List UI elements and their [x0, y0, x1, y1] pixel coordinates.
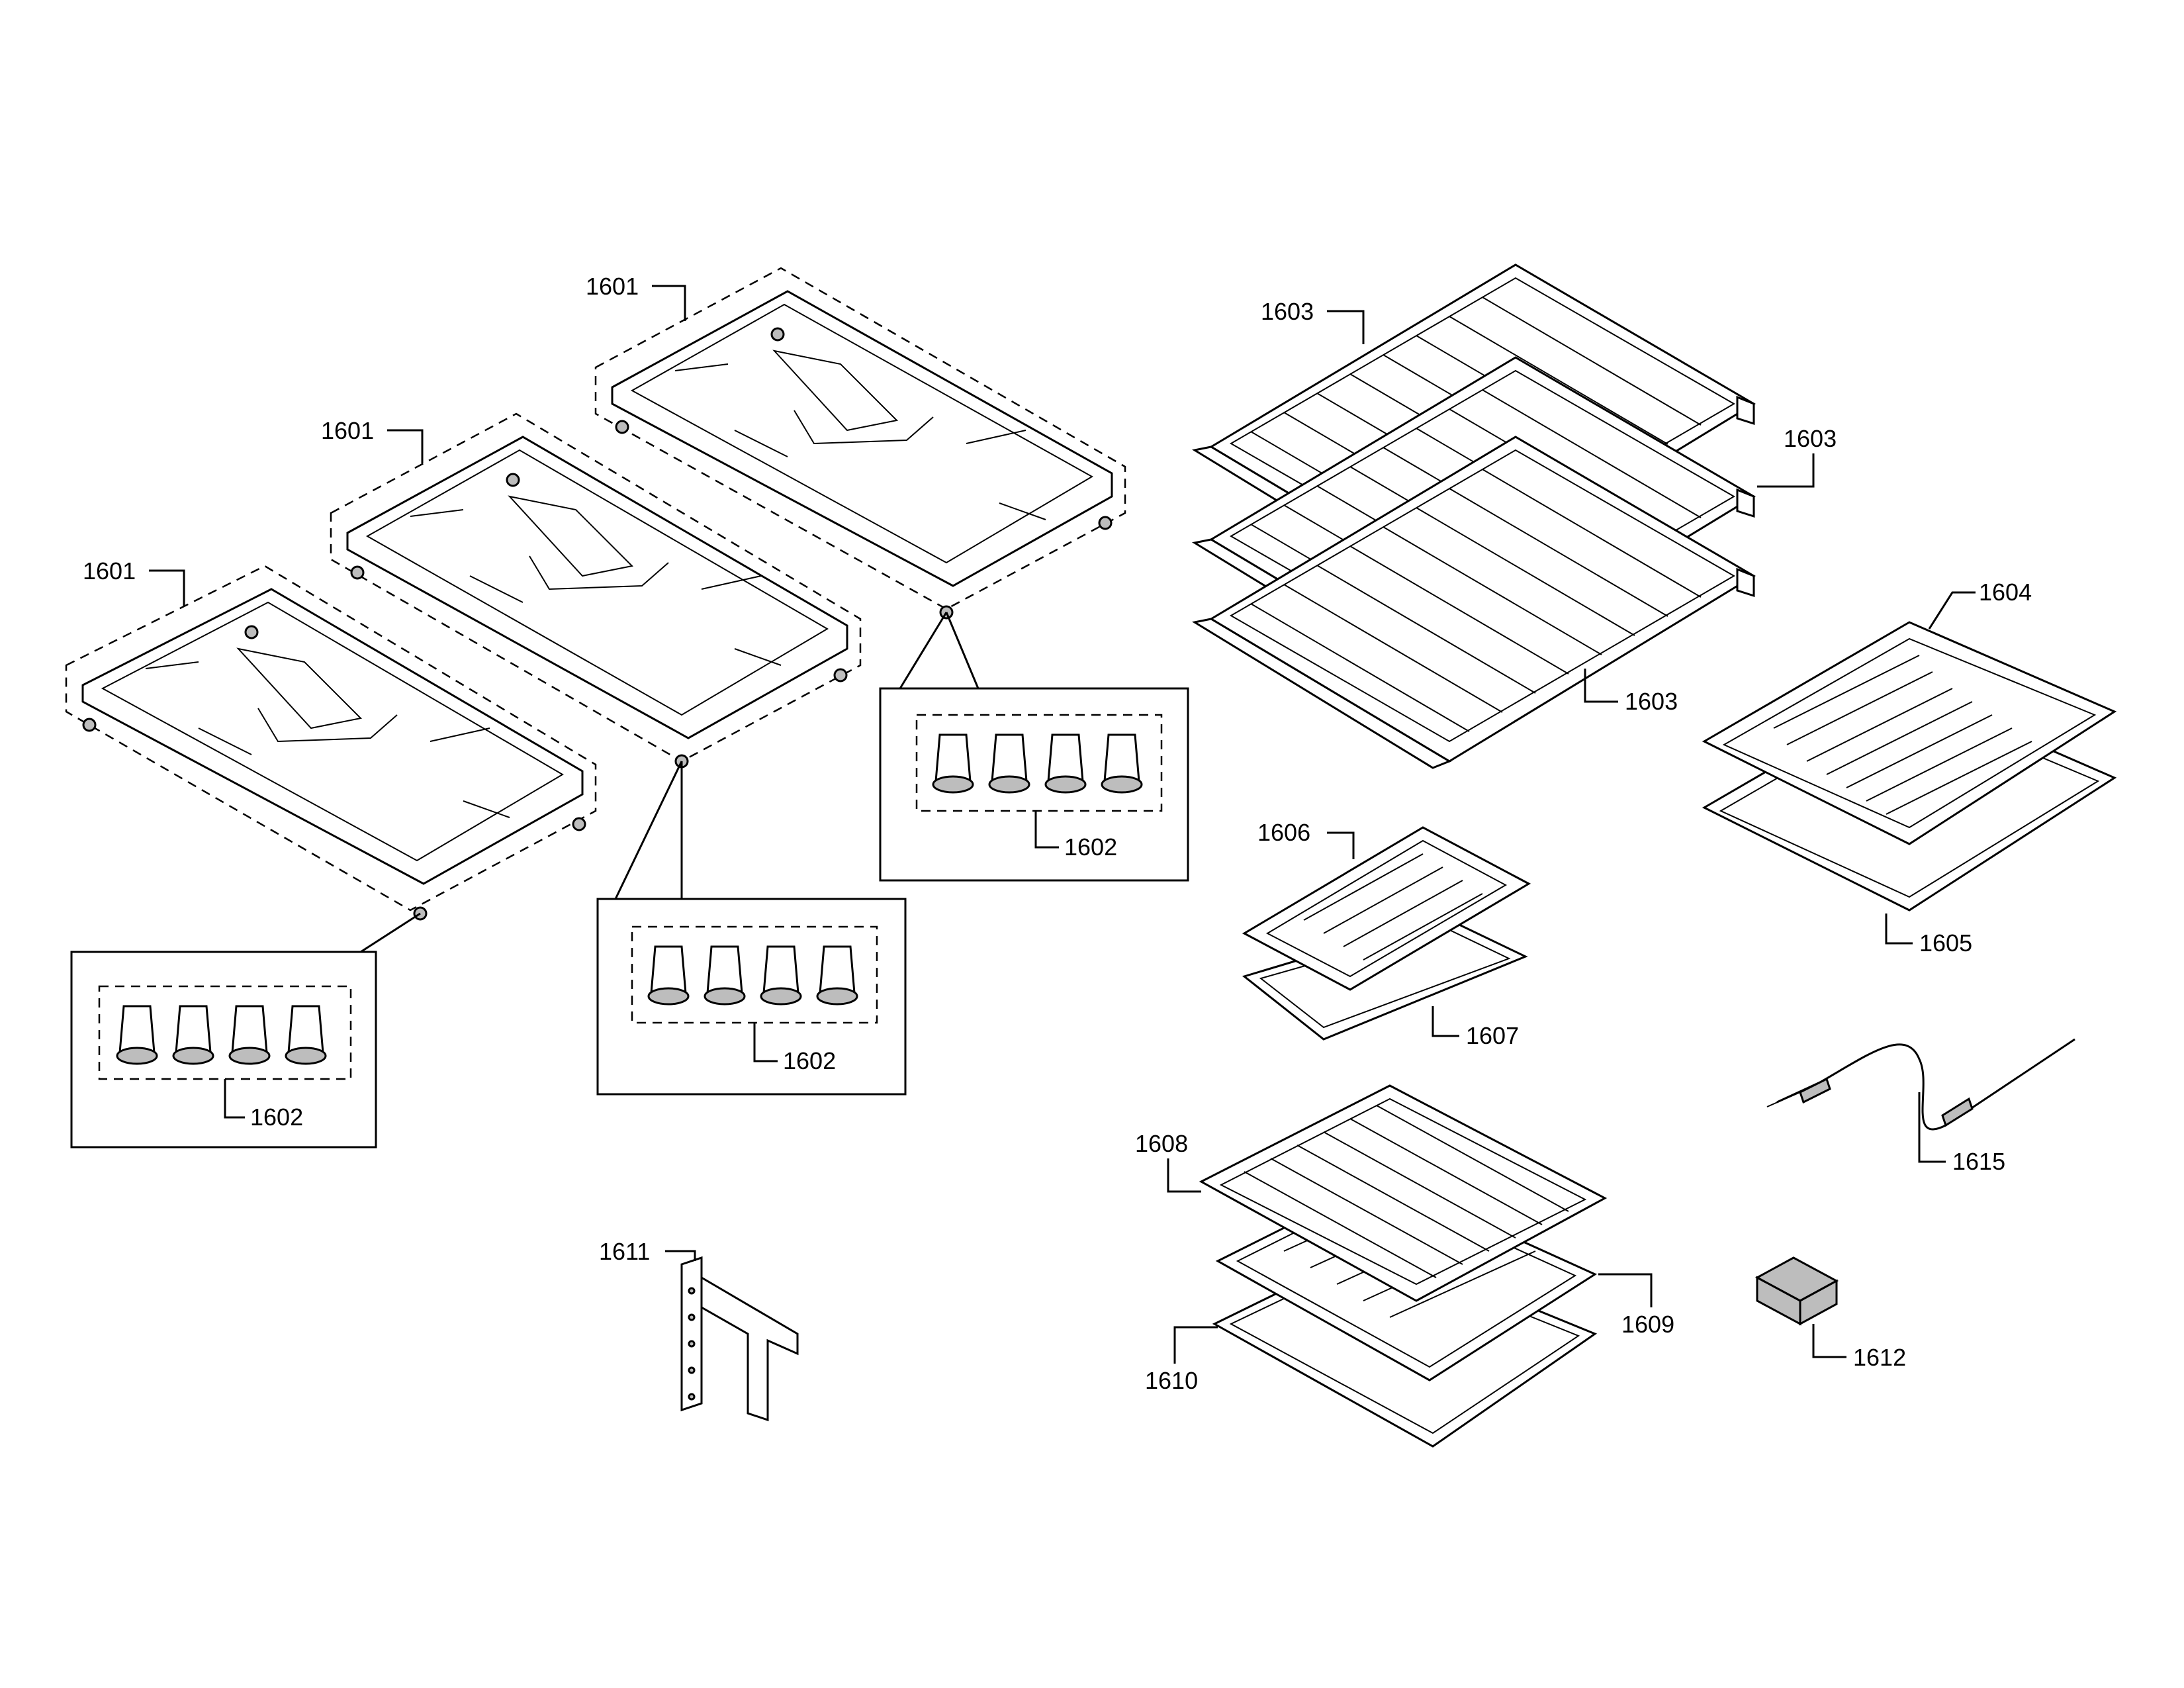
callout-1605: 1605: [1919, 929, 1972, 957]
callout-1612: 1612: [1853, 1344, 1906, 1371]
callout-1601-right: 1601: [586, 273, 639, 300]
broiler-insert: [1702, 621, 2117, 845]
callout-1603-bottom: 1603: [1625, 688, 1678, 715]
meat-probe: 1615: [1766, 1038, 2075, 1175]
roasting-rack: [1199, 1084, 1608, 1302]
callout-1601-left: 1601: [83, 557, 136, 585]
rubber-foot: [116, 1005, 158, 1065]
rubber-foot: [172, 1005, 214, 1065]
rubber-foot: [647, 945, 690, 1006]
callout-1606: 1606: [1257, 819, 1310, 846]
roasting-pan-set: 1608 1609 1610: [1135, 1084, 1674, 1448]
callout-1603-top: 1603: [1261, 298, 1314, 325]
small-insert: [1242, 826, 1531, 991]
callout-1601-middle: 1601: [321, 417, 374, 444]
grate-right: [594, 267, 1126, 620]
rubber-foot: [1101, 733, 1143, 794]
rubber-foot: [760, 945, 802, 1006]
feet-box-right: 1602: [879, 612, 1189, 882]
rubber-foot: [932, 733, 974, 794]
callout-1610: 1610: [1145, 1367, 1198, 1394]
oven-racks: 1603 1603 1603: [1191, 263, 1837, 769]
sponge: 1612: [1754, 1256, 1906, 1371]
callout-1608: 1608: [1135, 1130, 1188, 1157]
callouts-1601: 1601 1601 1601: [83, 273, 686, 606]
callout-1609: 1609: [1621, 1311, 1674, 1338]
rubber-foot: [816, 945, 858, 1006]
callout-1602-left: 1602: [250, 1103, 303, 1131]
feet-box-left: 1602: [70, 912, 421, 1149]
small-pan-set: 1606 1607: [1242, 819, 1531, 1049]
rubber-foot: [704, 945, 746, 1006]
callout-1607: 1607: [1466, 1022, 1519, 1049]
grate-left: [65, 565, 597, 921]
rubber-foot: [285, 1005, 327, 1065]
callout-1602-middle: 1602: [783, 1047, 836, 1074]
rubber-foot: [228, 1005, 271, 1065]
broiler-pan-set: 1604 1605: [1702, 579, 2117, 957]
bracket: 1611: [599, 1238, 799, 1422]
rubber-foot: [1044, 733, 1087, 794]
rubber-foot: [988, 733, 1030, 794]
feet-box-middle: 1602: [596, 761, 907, 1096]
callout-1615: 1615: [1952, 1148, 2005, 1175]
callout-1611: 1611: [599, 1238, 650, 1265]
callout-1604: 1604: [1979, 579, 2032, 606]
callout-1602-right: 1602: [1064, 833, 1117, 861]
oven-rack-bottom: [1191, 436, 1756, 769]
callout-1603-middle: 1603: [1784, 425, 1837, 452]
